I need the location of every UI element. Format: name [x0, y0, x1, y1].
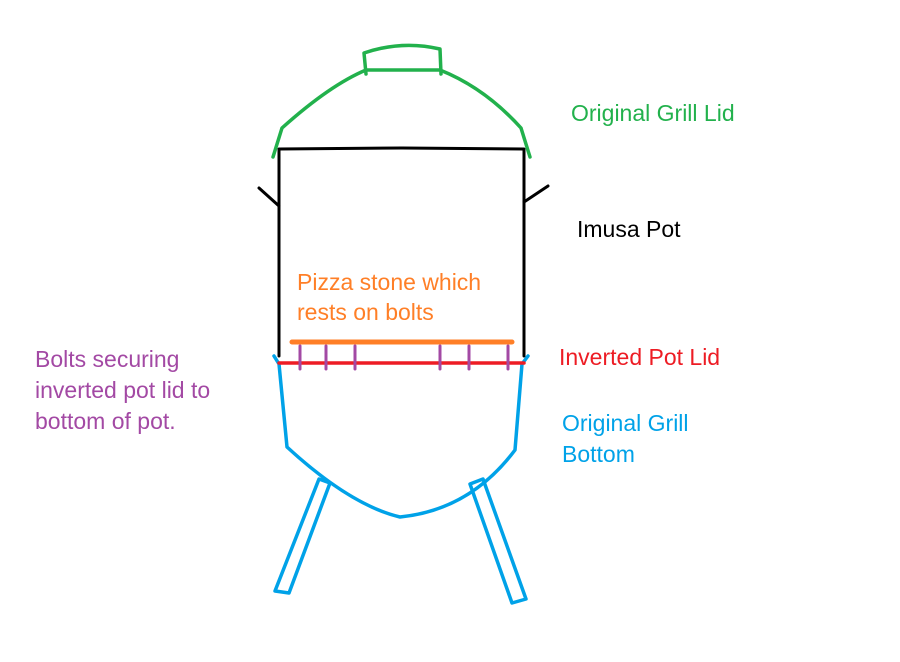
- label-pizza-stone-line1: Pizza stone which: [297, 269, 481, 295]
- label-bolts-line1: Bolts securing: [35, 346, 179, 372]
- label-grill-bottom-line1: Original Grill: [562, 410, 689, 436]
- pot-left-handle: [257, 186, 281, 208]
- imusa-pot: [257, 146, 550, 358]
- label-grill-bottom-line2: Bottom: [562, 441, 635, 467]
- pot-right-handle: [522, 184, 550, 204]
- label-original-grill-lid: Original Grill Lid: [571, 100, 735, 126]
- label-imusa-pot: Imusa Pot: [577, 216, 681, 242]
- grill-bottom-bowl: [272, 354, 530, 519]
- grill-lid: [271, 43, 532, 159]
- grill-right-leg: [468, 477, 528, 605]
- grill-left-leg: [273, 477, 332, 595]
- label-pizza-stone-line2: rests on bolts: [297, 299, 434, 325]
- label-inverted-pot-lid: Inverted Pot Lid: [559, 344, 720, 370]
- grill-bottom: [272, 354, 530, 605]
- label-bolts-line2: inverted pot lid to: [35, 377, 210, 403]
- grill-lid-dome: [271, 68, 532, 159]
- grill-lid-handle: [362, 43, 443, 76]
- bolts: [298, 344, 510, 371]
- pot-body: [277, 146, 526, 358]
- label-bolts-line3: bottom of pot.: [35, 408, 176, 434]
